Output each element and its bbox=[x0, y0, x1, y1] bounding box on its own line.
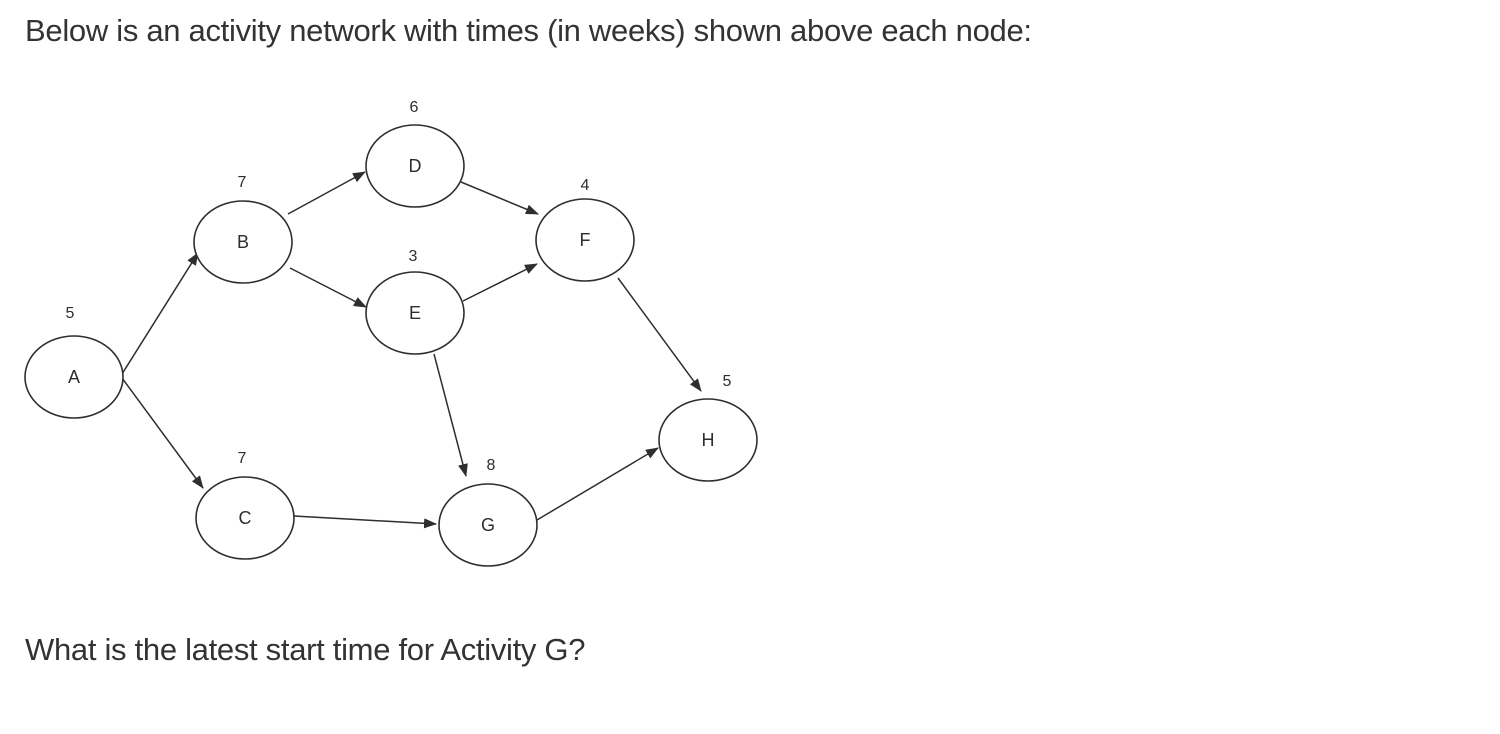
edge-F-H bbox=[617, 277, 702, 392]
edge-B-E bbox=[289, 267, 367, 308]
node-F-label: F bbox=[580, 230, 591, 250]
edge-D-F bbox=[460, 181, 539, 215]
edge-G-H bbox=[536, 447, 659, 521]
node-A-time: 5 bbox=[66, 305, 75, 322]
edge-E-G bbox=[433, 353, 468, 477]
node-A-label: A bbox=[68, 367, 80, 387]
node-H-circle bbox=[658, 398, 758, 482]
node-C-time: 7 bbox=[238, 450, 247, 467]
node-D: D6 bbox=[365, 99, 465, 208]
node-G: G8 bbox=[438, 457, 538, 567]
node-B-time: 7 bbox=[238, 174, 247, 191]
node-H-label: H bbox=[702, 430, 715, 450]
node-G-label: G bbox=[481, 515, 495, 535]
node-E-time: 3 bbox=[409, 248, 418, 265]
edge-B-D bbox=[287, 171, 366, 215]
node-G-circle bbox=[438, 483, 538, 567]
node-F-circle bbox=[535, 198, 635, 282]
node-H: H5 bbox=[658, 373, 758, 482]
node-H-time: 5 bbox=[723, 373, 732, 390]
edge-E-F bbox=[462, 263, 538, 302]
node-C-circle bbox=[195, 476, 295, 560]
node-D-circle bbox=[365, 124, 465, 208]
node-E-label: E bbox=[409, 303, 421, 323]
question-intro-text: Below is an activity network with times … bbox=[25, 13, 1032, 48]
node-E: E3 bbox=[365, 248, 465, 355]
edge-C-G bbox=[293, 515, 437, 529]
node-B-label: B bbox=[237, 232, 249, 252]
node-A-circle bbox=[24, 335, 124, 419]
edges-layer bbox=[121, 171, 702, 529]
node-F: F4 bbox=[535, 177, 635, 282]
edge-A-C bbox=[121, 377, 204, 489]
node-C: C7 bbox=[195, 450, 295, 560]
node-E-circle bbox=[365, 271, 465, 355]
node-B-circle bbox=[193, 200, 293, 284]
node-A: A5 bbox=[24, 305, 124, 419]
node-C-label: C bbox=[239, 508, 252, 528]
node-G-time: 8 bbox=[487, 457, 496, 474]
node-B: B7 bbox=[193, 174, 293, 284]
node-D-time: 6 bbox=[410, 99, 419, 116]
node-F-time: 4 bbox=[581, 177, 590, 194]
edge-A-B bbox=[121, 252, 199, 375]
node-D-label: D bbox=[409, 156, 422, 176]
question-prompt-text: What is the latest start time for Activi… bbox=[25, 632, 586, 667]
